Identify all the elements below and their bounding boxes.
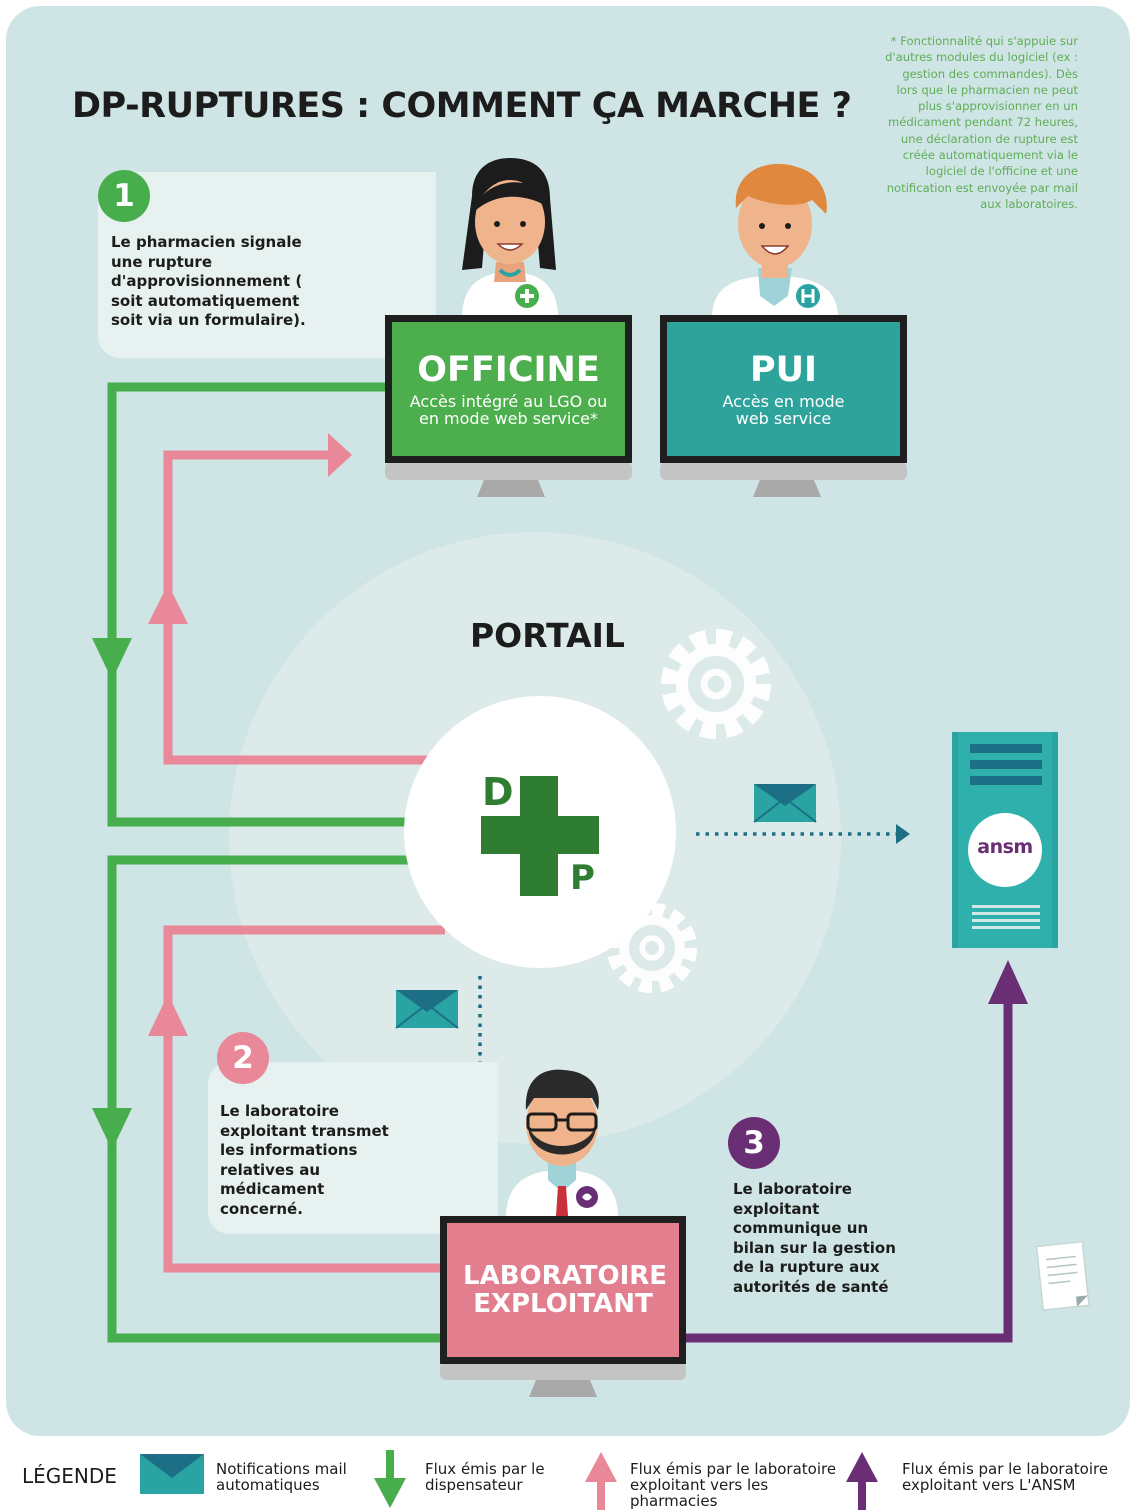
labo-monitor: LABORATOIRE EXPLOITANT [440, 1216, 686, 1364]
dotted-arrowhead [896, 824, 910, 844]
dp-cross-horizontal [481, 816, 599, 854]
lab-man-illustration [506, 1069, 618, 1218]
document-icon [1035, 1240, 1090, 1311]
ansm-logo: ansm [977, 836, 1033, 858]
legend-mail-text: Notifications mail automatiques [216, 1460, 347, 1494]
step-1-bubble [98, 172, 436, 358]
officine-title: OFFICINE [417, 350, 600, 390]
dp-logo-letter-p: P [570, 858, 595, 898]
legend-purple-text: Flux émis par le laboratoire exploitant … [902, 1460, 1109, 1494]
green-arrowhead [92, 1108, 132, 1150]
legend-pink-text: Flux émis par le laboratoire exploitant … [630, 1460, 837, 1510]
officine-subtitle: Accès intégré au LGO ou en mode web serv… [409, 392, 608, 428]
mail-envelope-icon [753, 783, 817, 823]
pui-title: PUI [749, 350, 818, 390]
portal-title: PORTAIL [470, 616, 625, 655]
step-2-bubble [208, 1062, 498, 1234]
dp-logo-letter-d: D [482, 770, 514, 814]
pink-arrowhead [148, 994, 188, 1036]
step-3-badge: 3 [728, 1117, 780, 1169]
monitor-stands [385, 462, 907, 1397]
legend-green-text: Flux émis par le dispensateur [425, 1460, 545, 1494]
step-2-text: Le laboratoire exploitant transmet les i… [220, 1102, 389, 1218]
pui-monitor: PUI Accès en mode web service [660, 315, 907, 463]
footnote: * Fonctionnalité qui s'appuie sur d'autr… [885, 34, 1078, 211]
green-flow-arrows [107, 382, 442, 1343]
legend-title: LÉGENDE [22, 1464, 117, 1488]
ansm-server [952, 732, 1058, 948]
mail-envelope-icon [395, 989, 459, 1029]
step-3-text: Le laboratoire exploitant communique un … [733, 1180, 896, 1296]
pharmacist-man-illustration [712, 163, 838, 318]
green-arrow-down-icon [374, 1450, 406, 1508]
step-2-badge: 2 [217, 1032, 269, 1084]
step-1-badge: 1 [98, 170, 150, 222]
pink-arrowhead [148, 584, 188, 624]
pink-arrow-up-icon [585, 1452, 617, 1510]
mail-envelope-icon [140, 1454, 204, 1494]
officine-monitor: OFFICINE Accès intégré au LGO ou en mode… [385, 315, 632, 463]
pui-subtitle: Accès en mode web service [722, 392, 845, 428]
green-arrowhead [92, 638, 132, 680]
step-1-text: Le pharmacien signale une rupture d'appr… [111, 233, 306, 330]
pink-arrowhead [328, 433, 352, 477]
page-title: DP-RUPTURES : COMMENT ÇA MARCHE ? [72, 86, 852, 126]
purple-flow-arrow [686, 1000, 1013, 1343]
pharmacist-woman-illustration [462, 158, 558, 318]
purple-arrowhead [988, 960, 1028, 1004]
labo-title: LABORATOIRE EXPLOITANT [463, 1261, 668, 1319]
purple-arrow-up-icon [846, 1452, 878, 1510]
